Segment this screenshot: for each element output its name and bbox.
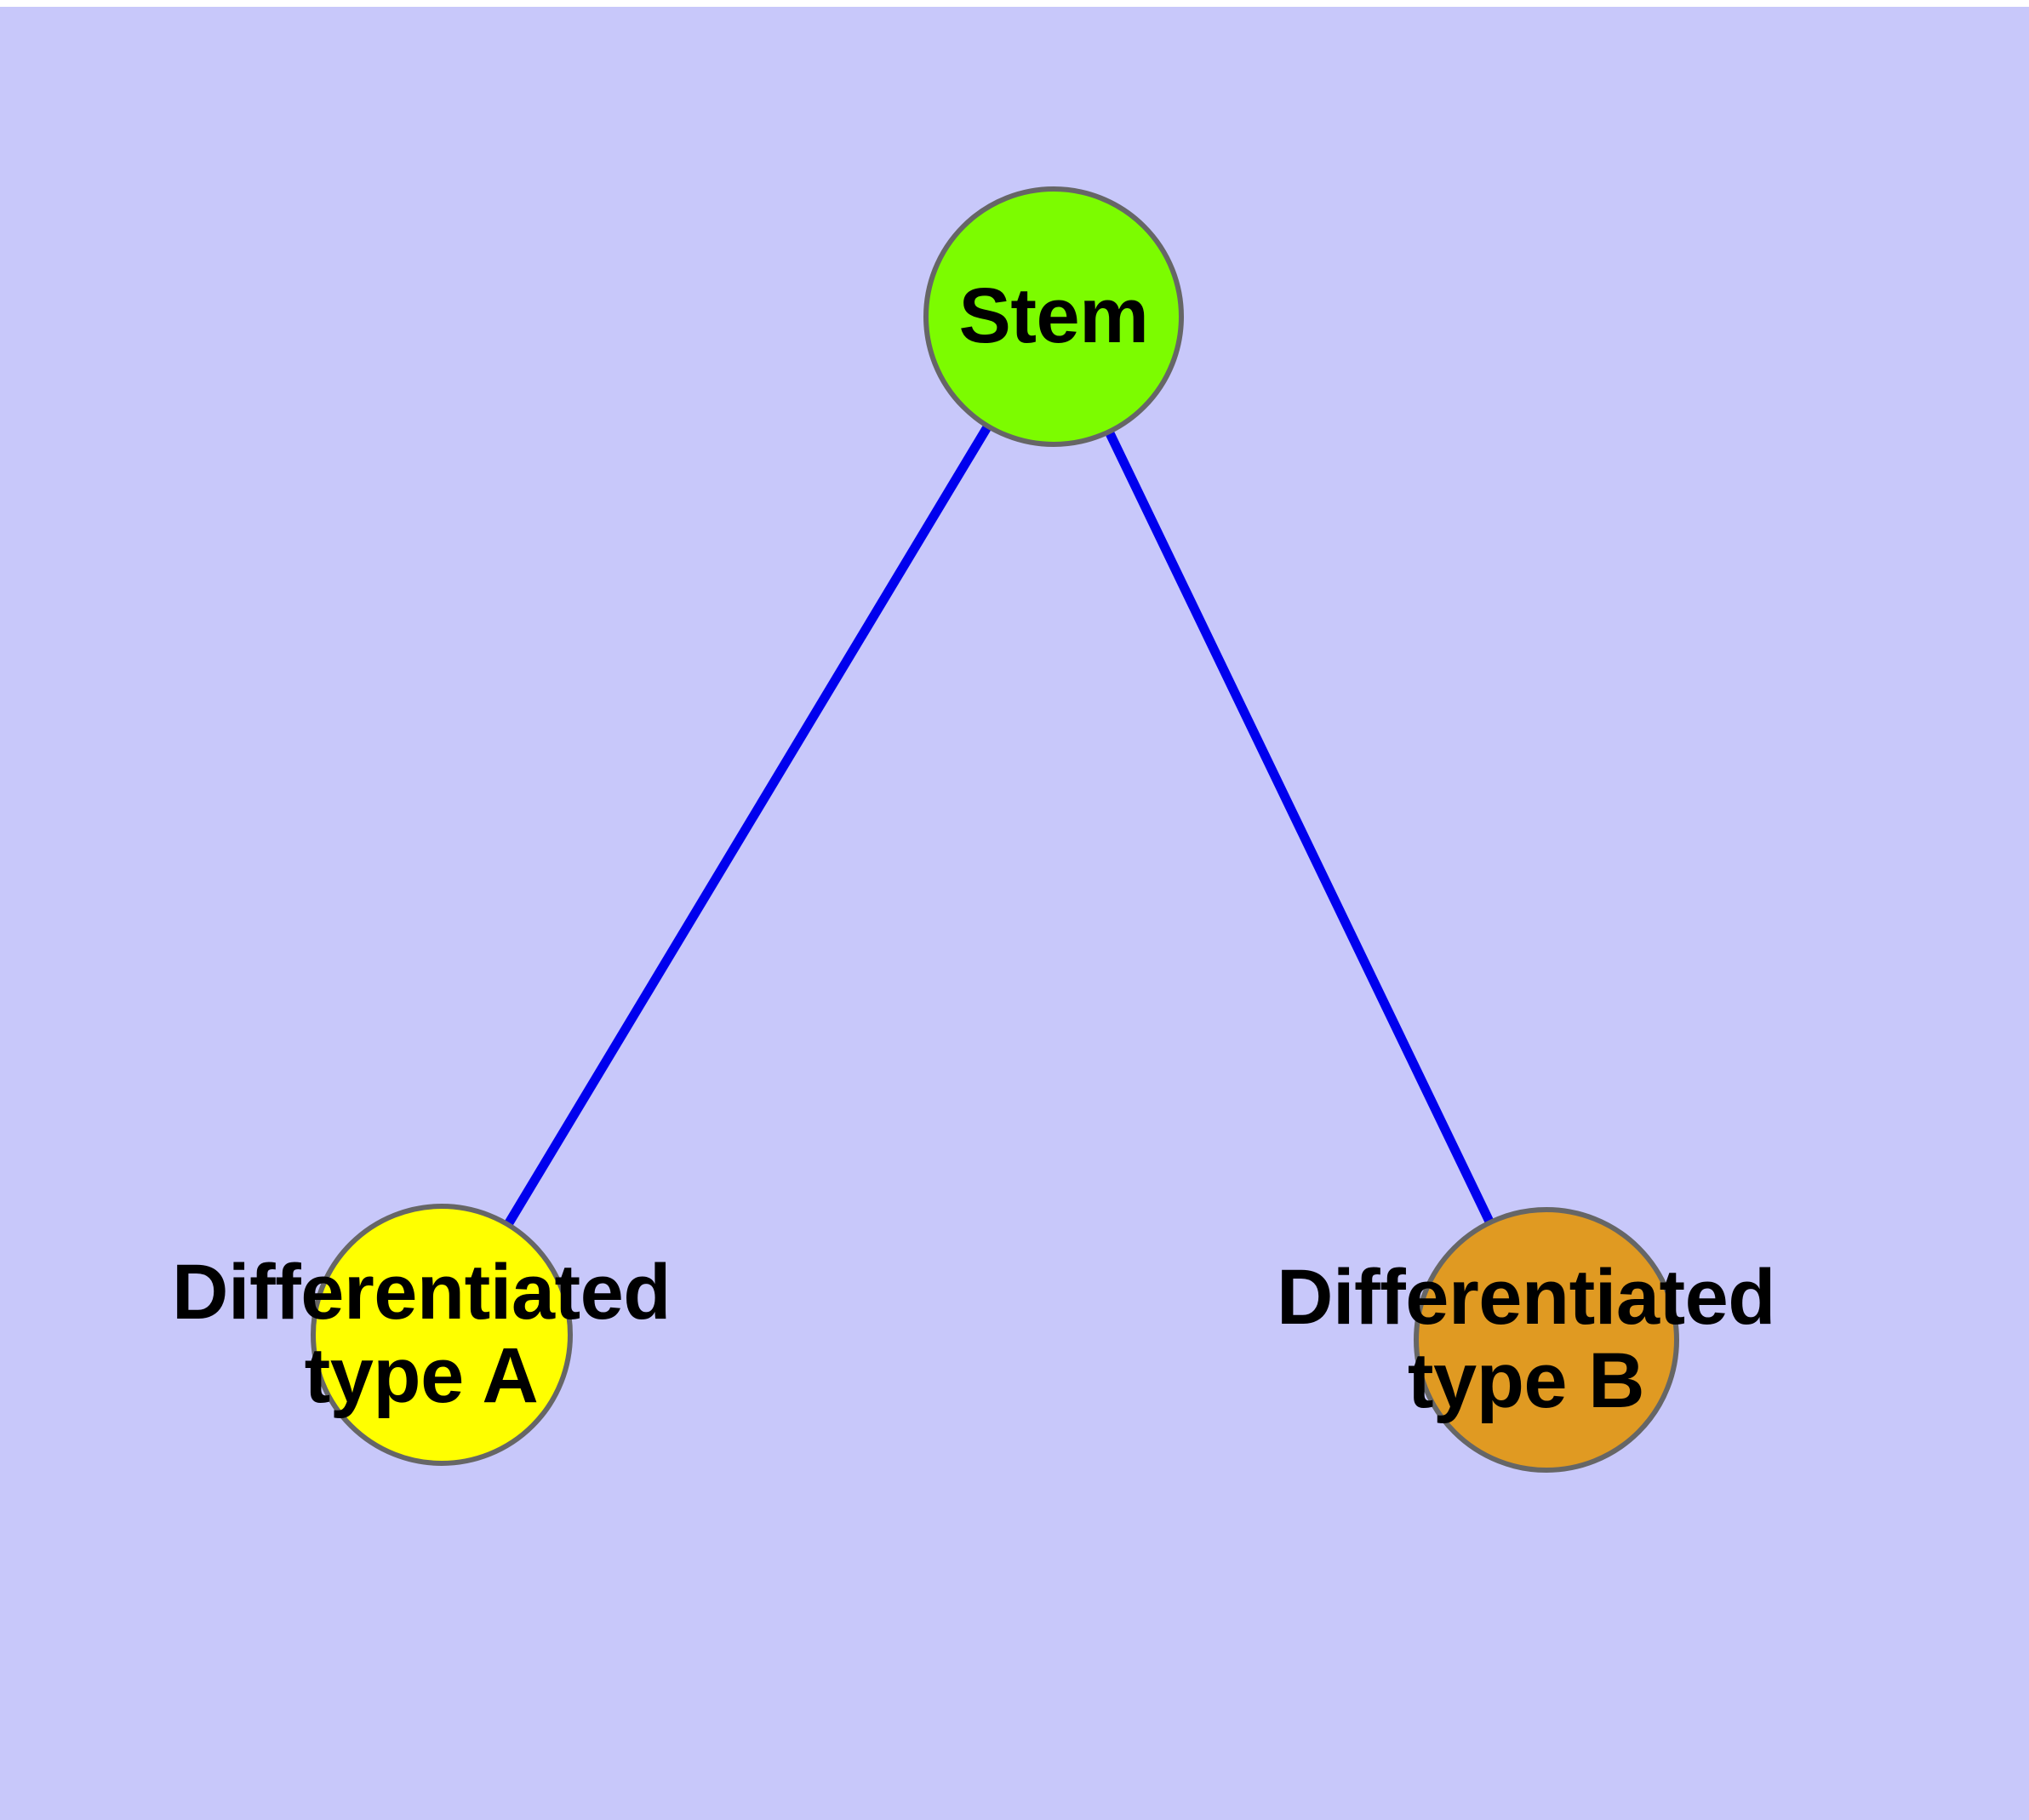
graph-edge[interactable] — [1100, 420, 1499, 1234]
edges-layer — [498, 415, 1499, 1236]
nodes-layer — [311, 186, 1679, 1473]
graph-node-diff-a[interactable] — [311, 1204, 573, 1466]
graph-node-stem[interactable] — [923, 186, 1184, 447]
graph-node-diff-b[interactable] — [1414, 1207, 1679, 1473]
graph-edge[interactable] — [498, 415, 997, 1236]
